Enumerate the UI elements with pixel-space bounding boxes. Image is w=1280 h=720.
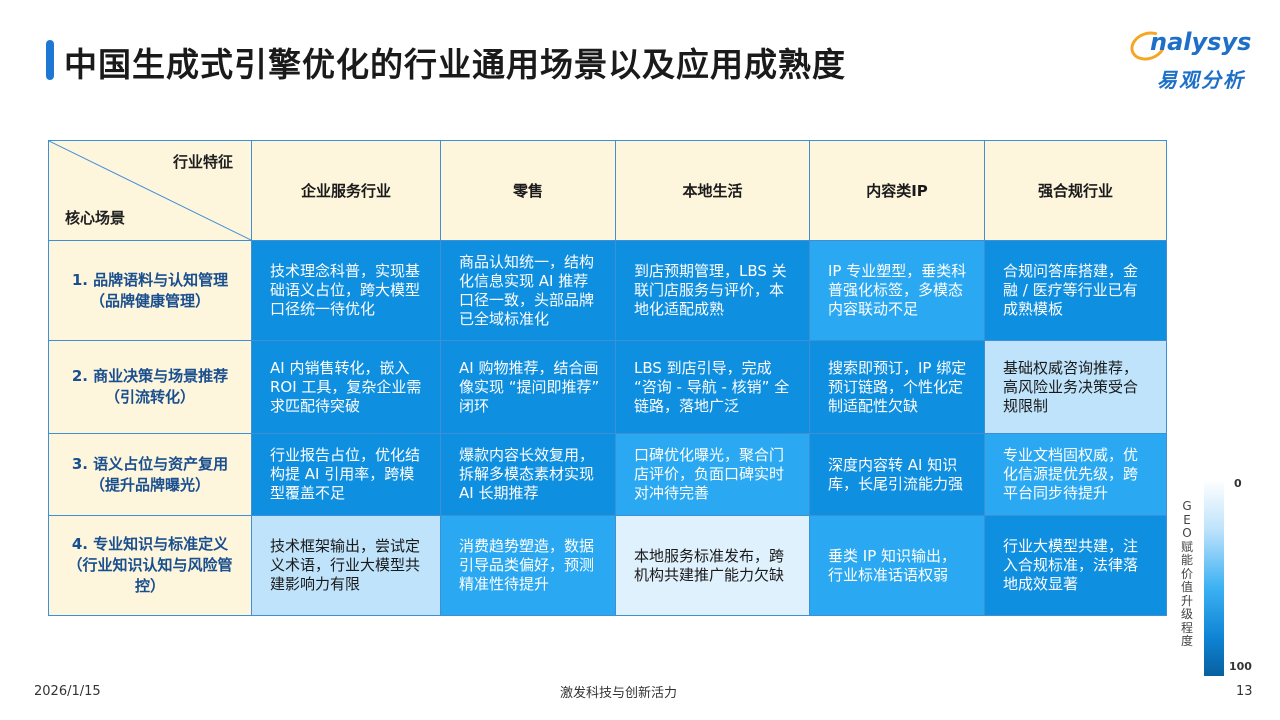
table-cell: IP 专业塑型，垂类科普强化标签，多模态内容联动不足 <box>809 240 985 341</box>
row-label: 2. 商业决策与场景推荐（引流转化） <box>48 340 252 434</box>
column-header: 强合规行业 <box>984 140 1167 241</box>
logo-english-text: nalysys <box>1150 28 1252 56</box>
table-cell: 爆款内容长效复用，拆解多模态素材实现 AI 长期推荐 <box>440 433 616 516</box>
table-cell: 商品认知统一，结构化信息实现 AI 推荐口径一致，头部品牌已全域标准化 <box>440 240 616 341</box>
column-header: 零售 <box>440 140 616 241</box>
table-cell: 本地服务标准发布，跨机构共建推广能力欠缺 <box>615 515 810 616</box>
table-cell: AI 购物推荐，结合画像实现 “提问即推荐” 闭环 <box>440 340 616 434</box>
table-cell: LBS 到店引导，完成 “咨询 - 导航 - 核销” 全链路，落地广泛 <box>615 340 810 434</box>
table-cell: 深度内容转 AI 知识库，长尾引流能力强 <box>809 433 985 516</box>
corner-scenario-label: 核心场景 <box>65 209 126 227</box>
page-title: 中国生成式引擎优化的行业通用场景以及应用成熟度 <box>64 45 846 84</box>
row-label: 3. 语义占位与资产复用（提升品牌曝光） <box>48 433 252 516</box>
table-row: 1. 品牌语料与认知管理（品牌健康管理） 技术理念科普，实现基础语义占位，跨大模… <box>48 240 1167 341</box>
table-cell: 基础权威咨询推荐，高风险业务决策受合规限制 <box>984 340 1167 434</box>
page-number: 13 <box>1236 684 1253 699</box>
legend-gradient-bar <box>1204 480 1224 676</box>
table-cell: 搜索即预订，IP 绑定预订链路，个性化定制适配性欠缺 <box>809 340 985 434</box>
table-row: 3. 语义占位与资产复用（提升品牌曝光） 行业报告占位，优化结构提 AI 引用率… <box>48 433 1167 516</box>
legend-max-value: 100 <box>1229 660 1252 673</box>
table-cell: AI 内销售转化，嵌入 ROI 工具，复杂企业需求匹配待突破 <box>251 340 441 434</box>
title-accent-bar <box>46 40 54 80</box>
footer-date: 2026/1/15 <box>34 684 101 699</box>
table-cell: 口碑优化曝光，聚合门店评价，负面口碑实时对冲待完善 <box>615 433 810 516</box>
diagonal-divider <box>49 141 251 240</box>
logo-chinese-text: 易观分析 <box>1157 68 1245 92</box>
corner-industry-label: 行业特征 <box>172 153 233 171</box>
table-cell: 专业文档固权威，优化信源提优先级，跨平台同步待提升 <box>984 433 1167 516</box>
table-cell: 行业报告占位，优化结构提 AI 引用率，跨模型覆盖不足 <box>251 433 441 516</box>
table-cell: 消费趋势塑造，数据引导品类偏好，预测精准性待提升 <box>440 515 616 616</box>
scenario-maturity-table: 行业特征 核心场景 企业服务行业 零售 本地生活 内容类IP 强合规行业 1. … <box>48 140 1167 616</box>
table-row: 2. 商业决策与场景推荐（引流转化） AI 内销售转化，嵌入 ROI 工具，复杂… <box>48 340 1167 434</box>
header-row: 行业特征 核心场景 企业服务行业 零售 本地生活 内容类IP 强合规行业 <box>48 140 1167 241</box>
table-cell: 垂类 IP 知识输出，行业标准话语权弱 <box>809 515 985 616</box>
footer-slogan: 激发科技与创新活力 <box>560 686 678 701</box>
table-cell: 到店预期管理，LBS 关联门店服务与评价，本地化适配成熟 <box>615 240 810 341</box>
row-label: 4. 专业知识与标准定义（行业知识认知与风险管控） <box>48 515 252 616</box>
column-header: 本地生活 <box>615 140 810 241</box>
corner-header-cell: 行业特征 核心场景 <box>48 140 252 241</box>
legend-min-value: 0 <box>1234 477 1242 490</box>
table-cell: 技术框架输出，尝试定义术语，行业大模型共建影响力有限 <box>251 515 441 616</box>
column-header: 企业服务行业 <box>251 140 441 241</box>
legend-label: GEO赋能价值升级程度 <box>1180 499 1193 648</box>
table-row: 4. 专业知识与标准定义（行业知识认知与风险管控） 技术框架输出，尝试定义术语，… <box>48 515 1167 616</box>
table-cell: 合规问答库搭建，金融 / 医疗等行业已有成熟模板 <box>984 240 1167 341</box>
analysys-logo: nalysys 易观分析 <box>1126 26 1260 98</box>
table-cell: 技术理念科普，实现基础语义占位，跨大模型口径统一待优化 <box>251 240 441 341</box>
row-label: 1. 品牌语料与认知管理（品牌健康管理） <box>48 240 252 341</box>
column-header: 内容类IP <box>809 140 985 241</box>
table-cell: 行业大模型共建，注入合规标准，法律落地成效显著 <box>984 515 1167 616</box>
